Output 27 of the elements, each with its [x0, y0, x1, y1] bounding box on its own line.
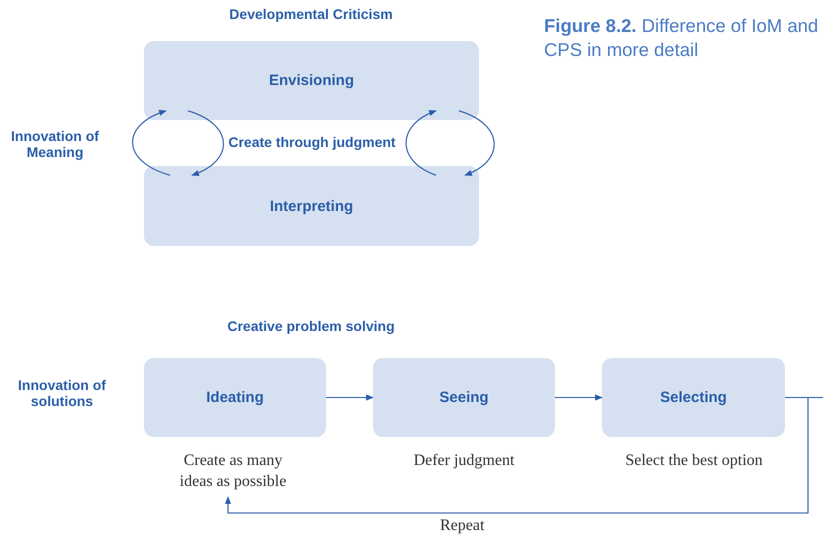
process-box	[144, 166, 479, 246]
box-label: Envisioning	[268, 72, 354, 89]
box-label: Interpreting	[270, 198, 354, 214]
process-box	[144, 41, 479, 120]
arrow	[406, 110, 437, 176]
row-label: Innovation of Meaning	[10, 128, 100, 160]
description-text: Defer judgment	[414, 450, 514, 471]
process-box	[602, 358, 785, 437]
arrow	[132, 110, 170, 176]
section-heading: Developmental Criticism	[228, 6, 394, 22]
edge-label: Repeat	[440, 517, 484, 535]
center-text: Create through judgment	[227, 134, 397, 150]
row-label: Innovation of solutions	[17, 377, 107, 410]
arrow	[555, 394, 603, 401]
description-text: Create as many ideas as possible	[178, 451, 288, 492]
box-label: Ideating	[206, 389, 264, 406]
box-label: Selecting	[660, 389, 727, 406]
box-label: Seeing	[439, 389, 489, 406]
process-box	[373, 358, 555, 437]
arrow	[224, 396, 809, 514]
section-heading: Creative problem solving	[226, 318, 396, 334]
arrow	[326, 394, 374, 401]
arrow	[188, 110, 224, 176]
arrow	[458, 110, 495, 176]
description-text: Select the best option	[625, 450, 763, 471]
figure-title: Figure 8.2. Difference of IoM and CPS in more detail	[544, 14, 820, 62]
process-box	[144, 358, 326, 437]
